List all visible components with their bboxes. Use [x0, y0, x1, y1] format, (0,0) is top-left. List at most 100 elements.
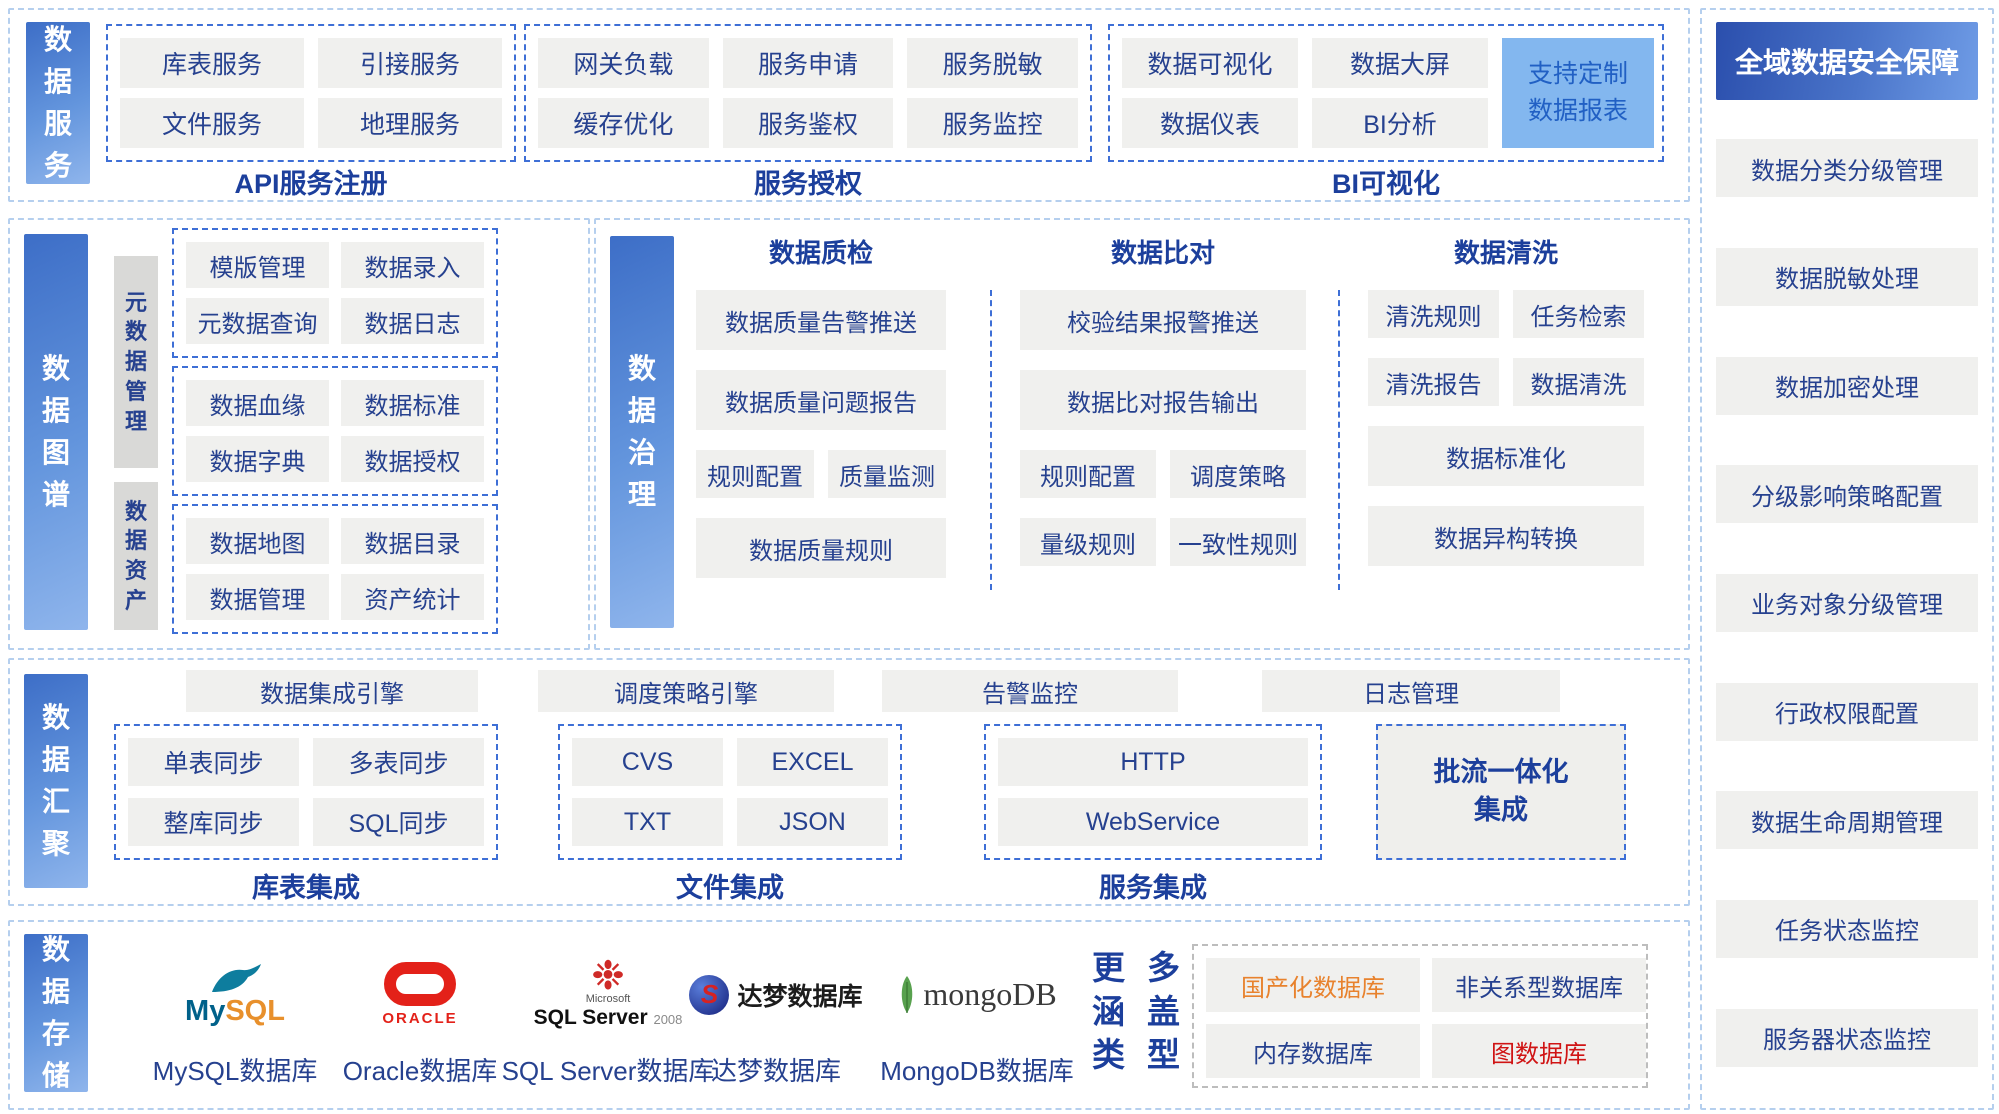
graph-item: 数据字典 — [186, 436, 329, 482]
db-type-domestic: 国产化数据库 — [1206, 958, 1420, 1012]
service-item: 库表服务 — [120, 38, 304, 88]
governance-item: 数据标准化 — [1368, 426, 1644, 486]
governance-pair: 清洗报告 数据清洗 — [1368, 358, 1644, 406]
sublabel-data-assets: 数 据 资 产 — [114, 482, 158, 630]
db-mongodb: mongoDB MongoDB数据库 — [862, 938, 1092, 1088]
service-item: 服务监控 — [907, 98, 1078, 148]
layer-label-data-governance: 数 据 治 理 — [610, 236, 674, 628]
service-item: 地理服务 — [318, 98, 502, 148]
governance-item: 一致性规则 — [1170, 518, 1306, 566]
column-header: 数据比对 — [1110, 238, 1215, 268]
group-caption-service-integration: 服务集成 — [1099, 873, 1207, 903]
db-oracle: ORACLE Oracle数据库 — [340, 938, 500, 1088]
security-item: 数据加密处理 — [1716, 356, 1978, 415]
sqlserver-logo-year: 2008 — [653, 1012, 683, 1028]
service-item: 数据仪表 — [1122, 98, 1298, 148]
mongodb-leaf-icon — [902, 975, 913, 1013]
governance-pair: 规则配置 调度策略 — [1020, 450, 1306, 498]
security-panel-items: 数据分类分级管理 数据脱敏处理 数据加密处理 分级影响策略配置 业务对象分级管理… — [1716, 114, 1978, 1092]
group-db-types: 国产化数据库 非关系型数据库 内存数据库 图数据库 — [1192, 944, 1648, 1088]
aggregation-item: 整库同步 — [128, 798, 299, 846]
governance-item: 调度策略 — [1170, 450, 1306, 498]
sqlserver-star-icon: ❉ — [591, 954, 625, 999]
sqlserver-logo-text: SQL Server — [533, 1006, 648, 1030]
aggregation-item: SQL同步 — [313, 798, 484, 846]
db-label: 达梦数据库 — [710, 1056, 841, 1086]
governance-item: 数据比对报告输出 — [1020, 370, 1306, 430]
dameng-sphere-icon: S — [689, 974, 730, 1015]
dameng-logo-text: 达梦数据库 — [737, 982, 863, 1011]
aggregation-item: HTTP — [998, 738, 1308, 786]
group-metadata-bottom: 数据血缘 数据标准 数据字典 数据授权 — [172, 366, 498, 496]
dameng-logo-icon: S 达梦数据库 — [689, 938, 863, 1051]
mysql-logo-text-sql: SQL — [225, 995, 285, 1027]
security-item: 数据脱敏处理 — [1716, 247, 1978, 306]
mysql-logo-text-my: My — [185, 995, 226, 1027]
governance-pair: 清洗规则 任务检索 — [1368, 290, 1644, 338]
governance-item: 清洗规则 — [1368, 290, 1499, 338]
group-bi-visualization: 数据可视化 数据大屏 支持定制 数据报表 数据仪表 BI分析 — [1108, 24, 1664, 162]
group-caption-service-auth: 服务授权 — [754, 169, 862, 199]
governance-item: 量级规则 — [1020, 518, 1156, 566]
group-caption-bi-visualization: BI可视化 — [1332, 169, 1440, 199]
governance-item: 数据质量规则 — [696, 518, 946, 578]
mysql-logo-icon: MySQL — [185, 938, 285, 1051]
group-table-integration: 单表同步 多表同步 整库同步 SQL同步 — [114, 724, 498, 860]
group-api-service-register: 库表服务 引接服务 文件服务 地理服务 — [106, 24, 516, 162]
aggregation-item: EXCEL — [737, 738, 888, 786]
security-item: 行政权限配置 — [1716, 682, 1978, 741]
security-item: 业务对象分级管理 — [1716, 573, 1978, 632]
group-service-authorization: 网关负载 服务申请 服务脱敏 缓存优化 服务鉴权 服务监控 — [524, 24, 1092, 162]
aggregation-item: CVS — [572, 738, 723, 786]
governance-item: 数据质量问题报告 — [696, 370, 946, 430]
service-item: 引接服务 — [318, 38, 502, 88]
group-caption-file-integration: 文件集成 — [676, 873, 784, 903]
service-item: 服务脱敏 — [907, 38, 1078, 88]
graph-item: 数据标准 — [341, 380, 484, 426]
more-types-note: 更 涵 类 多 盖 型 — [1092, 946, 1180, 1077]
aggregation-item: TXT — [572, 798, 723, 846]
db-dameng: S 达梦数据库 达梦数据库 — [686, 938, 866, 1088]
group-caption-table-integration: 库表集成 — [252, 873, 360, 903]
group-caption-api-register: API服务注册 — [234, 169, 388, 199]
stream-batch-integration-box: 批流一体化 集成 — [1376, 724, 1626, 860]
db-label: MongoDB数据库 — [880, 1056, 1074, 1086]
banner-schedule-engine: 调度策略引擎 — [538, 670, 834, 712]
mongodb-logo-text: mongoDB — [923, 976, 1057, 1012]
mongodb-logo-icon: mongoDB — [897, 938, 1057, 1051]
db-mysql: MySQL MySQL数据库 — [130, 938, 340, 1088]
column-header: 数据清洗 — [1453, 238, 1558, 268]
aggregation-item: JSON — [737, 798, 888, 846]
governance-item: 规则配置 — [1020, 450, 1156, 498]
governance-item: 质量监测 — [828, 450, 946, 498]
graph-item: 数据地图 — [186, 518, 329, 564]
security-item: 分级影响策略配置 — [1716, 465, 1978, 524]
governance-item: 校验结果报警推送 — [1020, 290, 1306, 350]
security-item: 任务状态监控 — [1716, 899, 1978, 958]
graph-item: 数据管理 — [186, 574, 329, 620]
db-label: SQL Server数据库 — [501, 1056, 715, 1086]
service-item: 缓存优化 — [538, 98, 709, 148]
service-item: 网关负载 — [538, 38, 709, 88]
governance-item: 数据清洗 — [1513, 358, 1644, 406]
graph-item: 数据授权 — [341, 436, 484, 482]
layer-label-data-graph: 数 据 图 谱 — [24, 234, 88, 630]
db-type-inmemory: 内存数据库 — [1206, 1024, 1420, 1078]
group-data-assets: 数据地图 数据目录 数据管理 资产统计 — [172, 504, 498, 634]
banner-integration-engine: 数据集成引擎 — [186, 670, 478, 712]
mysql-dolphin-icon — [211, 964, 261, 992]
service-item: 服务申请 — [722, 38, 894, 88]
graph-item: 数据血缘 — [186, 380, 329, 426]
oracle-logo-icon: ORACLE — [382, 938, 457, 1051]
more-types-column-2: 多 盖 型 — [1147, 949, 1180, 1074]
governance-column-comparison: 数据比对 校验结果报警推送 数据比对报告输出 规则配置 调度策略 量级规则 一致… — [1020, 236, 1306, 566]
governance-column-cleaning: 数据清洗 清洗规则 任务检索 清洗报告 数据清洗 数据标准化 数据异构转换 — [1368, 236, 1644, 566]
group-service-integration: HTTP WebService — [984, 724, 1322, 860]
governance-item: 规则配置 — [696, 450, 814, 498]
aggregation-item: 多表同步 — [313, 738, 484, 786]
graph-item: 数据日志 — [341, 298, 484, 344]
aggregation-item: 单表同步 — [128, 738, 299, 786]
column-header: 数据质检 — [768, 238, 873, 268]
banner-log-management: 日志管理 — [1262, 670, 1560, 712]
